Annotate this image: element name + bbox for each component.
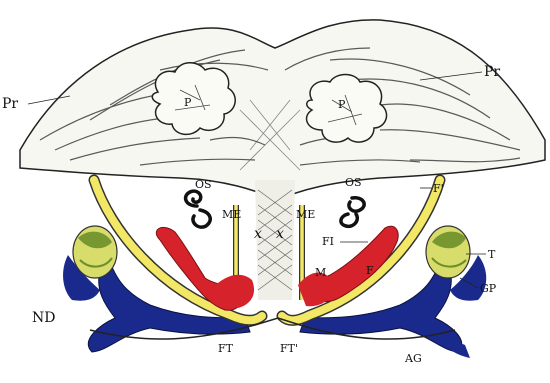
label-pr-right: Pr — [484, 64, 500, 80]
red-muscle-left — [156, 227, 254, 310]
lobule-left — [152, 63, 235, 135]
spiral-right — [341, 198, 364, 227]
label-x-right: x — [276, 226, 284, 242]
gland-right — [426, 226, 470, 278]
label-f: F — [366, 264, 374, 277]
label-ft-right: FT' — [280, 342, 298, 355]
label-me-right: ME — [296, 208, 315, 221]
spiral-left — [186, 191, 211, 227]
upper-tissue-mass — [20, 20, 545, 200]
label-nd: ND — [32, 310, 55, 326]
label-ag: AG — [404, 352, 422, 365]
label-p-right: P — [338, 98, 346, 111]
label-pr-left: Pr — [2, 96, 18, 112]
label-p-left: P — [184, 96, 192, 109]
label-gp: GP — [480, 282, 497, 295]
label-t: T — [488, 248, 496, 261]
label-x-left: x — [254, 226, 262, 242]
label-os-left: OS — [195, 178, 212, 191]
label-m: M — [315, 266, 326, 279]
label-os-right: OS — [345, 176, 362, 189]
label-fi: FI — [322, 235, 334, 248]
label-f-prime: F' — [433, 182, 444, 195]
label-me-left: ME — [222, 208, 241, 221]
gland-left — [73, 226, 117, 278]
label-ft-left: FT — [218, 342, 234, 355]
